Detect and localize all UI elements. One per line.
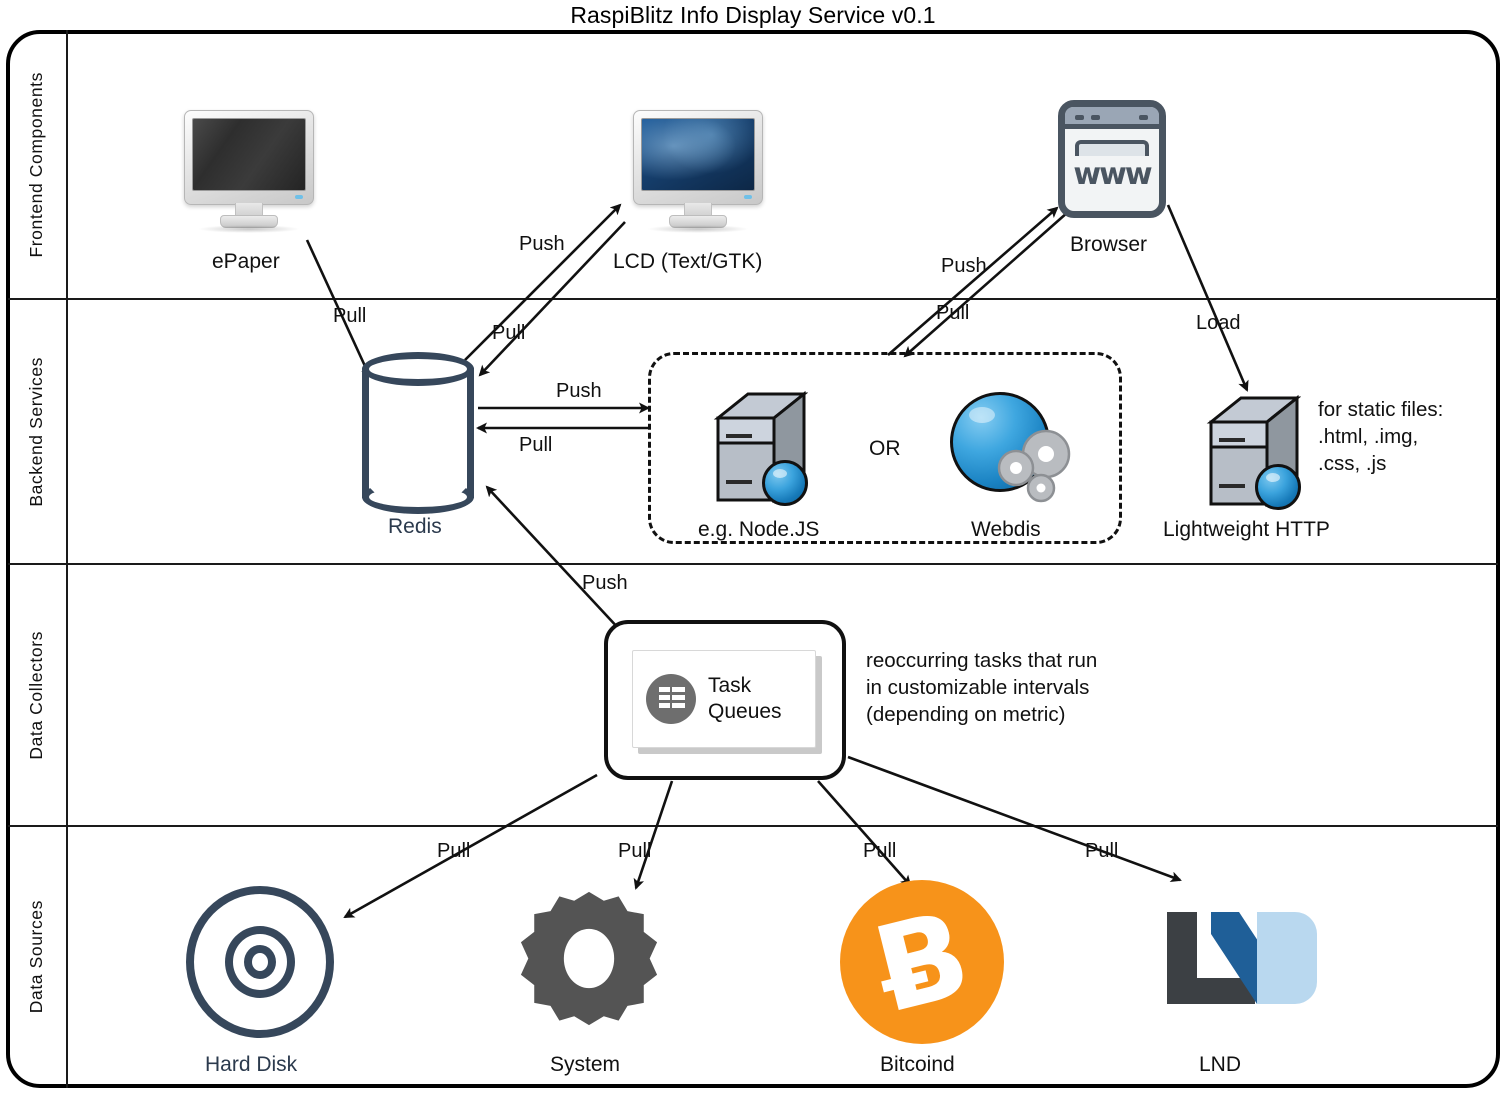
lane-header-divider (66, 30, 68, 1088)
lane-label-text: Data Sources (25, 899, 46, 1014)
edge-label-lcd-pull: Pull (492, 322, 526, 344)
node-label-lnd: LND (1199, 1053, 1242, 1076)
edge-label-tq-push: Push (582, 572, 628, 594)
edge-label-browser-load: Load (1196, 312, 1241, 334)
edge-label-sys-pull: Pull (618, 840, 652, 862)
node-label-redis: Redis (388, 515, 442, 538)
bitcoin-icon: Ƀ (840, 880, 1004, 1044)
lnd-logo-icon (1167, 912, 1317, 1004)
lane-separator-1 (8, 298, 1498, 300)
edge-label-redis-pull: Pull (519, 434, 553, 456)
backend-option-group (648, 352, 1122, 544)
database-cylinder-icon (362, 352, 474, 514)
lane-label-data-sources: Data Sources (6, 827, 66, 1086)
edge-label-hdd-pull: Pull (437, 840, 471, 862)
lane-label-backend-services: Backend Services (6, 300, 66, 563)
node-label-bitcoind: Bitcoind (880, 1053, 955, 1076)
task-list-icon (646, 674, 696, 724)
lane-label-data-collectors: Data Collectors (6, 565, 66, 825)
page-title: RaspiBlitz Info Display Service v0.1 (570, 2, 936, 28)
server-globe-icon (712, 388, 809, 506)
static-files-note: for static files: .html, .img, .css, .js (1318, 398, 1444, 475)
node-label-http: Lightweight HTTP (1163, 518, 1330, 541)
task-card: Task Queues (632, 650, 816, 748)
node-label-webdis: Webdis (971, 518, 1041, 541)
lane-label-frontend-components: Frontend Components (6, 32, 66, 298)
task-queues-note: reoccurring tasks that run in customizab… (866, 649, 1098, 726)
globe-gears-icon (950, 390, 1078, 508)
edge-label-redis-push: Push (556, 380, 602, 402)
edge-label-lnd-pull: Pull (1085, 840, 1119, 862)
node-label-browser: Browser (1070, 233, 1148, 256)
node-label-nodejs: e.g. Node.JS (698, 518, 820, 541)
edge-label-lcd-push: Push (519, 233, 565, 255)
lane-label-text: Frontend Components (25, 72, 46, 258)
node-label-system: System (550, 1053, 621, 1076)
node-label-lcd: LCD (Text/GTK) (613, 250, 763, 273)
node-label-or: OR (869, 437, 901, 460)
disk-platter-icon (186, 886, 334, 1038)
node-label-harddisk: Hard Disk (205, 1053, 298, 1076)
edge-label-browser-pull: Pull (936, 302, 970, 324)
node-label-task-queues: Task Queues (708, 674, 782, 723)
monitor-lcd-icon (633, 110, 763, 233)
lane-label-text: Data Collectors (25, 630, 46, 760)
edge-label-btc-pull: Pull (863, 840, 897, 862)
lane-separator-3 (8, 825, 1498, 827)
edge-label-browser-push: Push (941, 255, 987, 277)
edge-label-epaper-pull: Pull (333, 305, 367, 327)
server-globe-icon-http (1205, 392, 1302, 510)
monitor-epaper-icon (184, 110, 314, 233)
lane-label-text: Backend Services (25, 356, 46, 507)
lane-separator-2 (8, 563, 1498, 565)
task-queues-box[interactable]: Task Queues (604, 620, 846, 780)
gear-icon (515, 886, 663, 1034)
browser-window-icon: www (1058, 100, 1166, 218)
node-label-epaper: ePaper (212, 250, 280, 273)
